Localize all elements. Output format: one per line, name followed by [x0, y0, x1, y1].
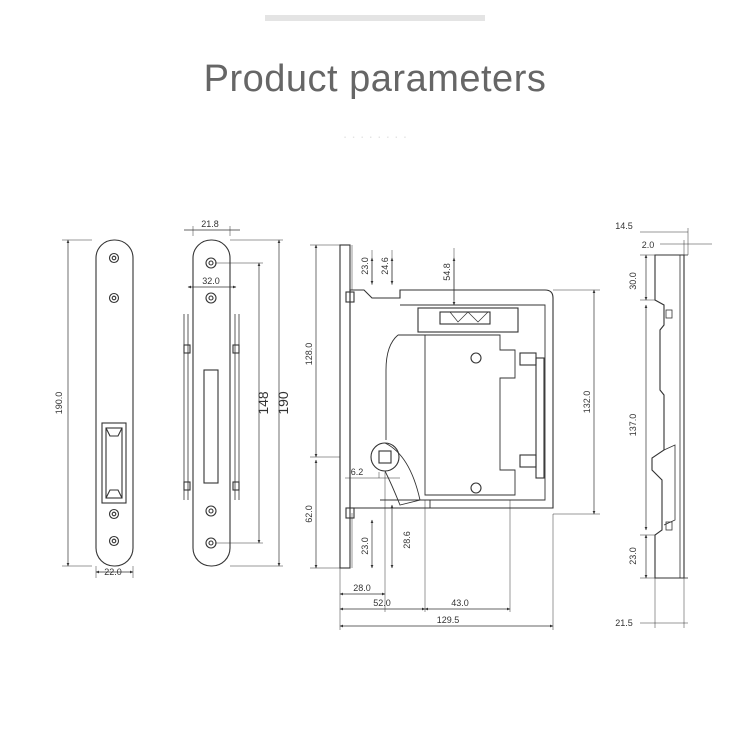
- lock-body-dim-28-0: 28.0: [353, 583, 371, 593]
- lock-body-deadbolt: [417, 307, 519, 333]
- lock-body-dim-129-5: 129.5: [437, 615, 460, 625]
- lock-body-faceplate: [339, 244, 351, 569]
- lock-body-dim-6-2: 6.2: [351, 467, 364, 477]
- faint-header-mark: ▬▬▬▬▬▬▬▬▬▬▬: [265, 4, 485, 26]
- front-plate-outline: [95, 239, 134, 567]
- strike-plate-total-height-label: 190: [275, 391, 291, 415]
- side-view-dim-137-0: 137.0: [628, 414, 638, 437]
- side-view-profile: [651, 254, 685, 579]
- lock-body-dim-24-6: 24.6: [380, 257, 390, 275]
- strike-plate-hole-upper: [205, 292, 217, 304]
- lock-body-dim-62-0: 62.0: [304, 505, 314, 523]
- side-view-dim-23-0: 23.0: [628, 547, 638, 565]
- lock-body-dim-132-0: 132.0: [582, 391, 592, 414]
- lock-body-dim-23-bottom: 23.0: [360, 537, 370, 555]
- front-plate-view: [62, 239, 134, 578]
- lock-body-dim-128-0: 128.0: [304, 343, 314, 366]
- strike-plate-outline: [192, 239, 231, 567]
- page-title: Product parameters: [203, 58, 547, 100]
- strike-plate-hole-bottom: [205, 537, 217, 549]
- front-plate-width-label: 22.0: [104, 567, 122, 577]
- strike-plate-hole-top: [205, 257, 217, 269]
- lock-body-dim-43-0: 43.0: [451, 598, 469, 608]
- front-plate-hole-upper: [108, 292, 120, 304]
- side-view-dim-30-0: 30.0: [628, 272, 638, 290]
- lock-body-view: [310, 244, 600, 630]
- front-plate-hole-top: [108, 252, 120, 264]
- strike-plate-top-width-label: 21.8: [201, 219, 219, 229]
- faint-subtitle-mark: · · · · · · · ·: [342, 128, 408, 144]
- strike-plate-latch-slot: [203, 369, 219, 484]
- lock-body-dim-23-top: 23.0: [360, 257, 370, 275]
- strike-plate-hole-spacing-label: 148: [255, 391, 271, 415]
- lock-body-follower: [370, 442, 400, 472]
- strike-plate-inner-width-label: 32.0: [202, 276, 220, 286]
- lock-body-dim-52-0: 52.0: [373, 598, 391, 608]
- lock-body-dim-28-6: 28.6: [402, 531, 412, 549]
- side-view-dim-14-5: 14.5: [615, 221, 633, 231]
- lock-body-dim-54-8: 54.8: [442, 263, 452, 281]
- lock-body-case: [349, 289, 554, 509]
- front-plate-hole-lower: [108, 508, 120, 520]
- side-view-dim-21-5: 21.5: [615, 618, 633, 628]
- front-plate-height-label: 190.0: [54, 392, 64, 415]
- front-plate-latch-opening: [101, 422, 127, 504]
- strike-plate-view: [183, 226, 283, 567]
- side-view-dim-2-0: 2.0: [642, 240, 655, 250]
- front-plate-hole-bottom: [108, 535, 120, 547]
- side-view: [640, 228, 712, 628]
- strike-plate-hole-lower: [205, 505, 217, 517]
